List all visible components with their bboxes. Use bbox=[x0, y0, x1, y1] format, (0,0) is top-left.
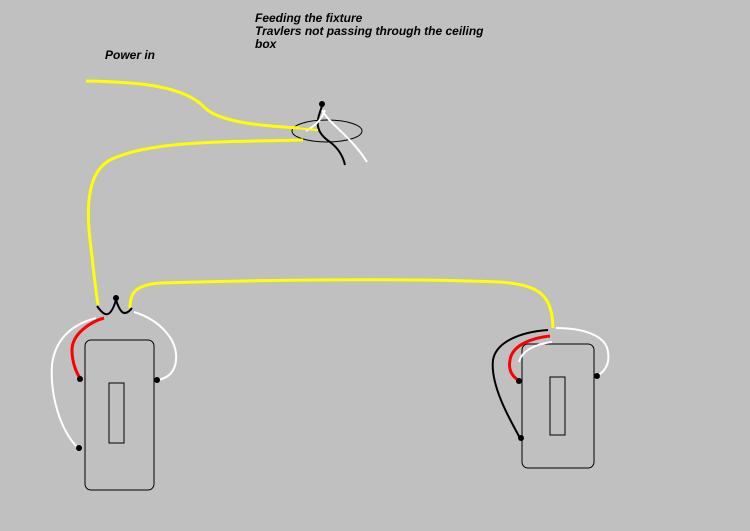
power-in-label: Power in bbox=[105, 48, 156, 62]
left-switch-toggle bbox=[108, 382, 125, 444]
fixture-to-left-switch-wire bbox=[86, 138, 304, 306]
right-terminal-top-left bbox=[516, 378, 522, 384]
right-black-wire bbox=[491, 329, 549, 439]
left-white-wire bbox=[50, 317, 97, 449]
left-terminal-top-right bbox=[154, 377, 160, 383]
right-terminal-top-right bbox=[594, 373, 600, 379]
switch-to-switch-wire bbox=[128, 278, 555, 329]
diagram-title: Feeding the fixture Travlers not passing… bbox=[255, 12, 483, 51]
title-line-3: box bbox=[255, 37, 277, 51]
left-red-wire bbox=[70, 316, 105, 379]
right-terminal-bottom-left bbox=[518, 435, 524, 441]
right-red-wire bbox=[508, 334, 551, 382]
title-line-2: Travlers not passing through the ceiling bbox=[255, 24, 484, 38]
ceiling-box bbox=[291, 119, 363, 143]
right-switch-toggle bbox=[549, 376, 566, 436]
right-white-inner-wire bbox=[518, 341, 553, 363]
fixture-black-wire bbox=[316, 105, 346, 166]
left-white-right-wire bbox=[133, 311, 178, 381]
left-switch-box bbox=[84, 339, 155, 491]
fixture-white-wire bbox=[321, 109, 368, 163]
right-white-wire bbox=[555, 327, 610, 377]
right-switch-box bbox=[521, 343, 595, 469]
left-terminal-bottom-left bbox=[76, 445, 82, 451]
left-black-wire bbox=[96, 296, 133, 316]
fixture-wire-nut bbox=[319, 101, 325, 107]
left-wire-nut bbox=[113, 295, 119, 301]
left-terminal-top-left bbox=[77, 376, 83, 382]
power-in-wire bbox=[85, 79, 301, 130]
title-line-1: Feeding the fixture bbox=[255, 11, 363, 25]
